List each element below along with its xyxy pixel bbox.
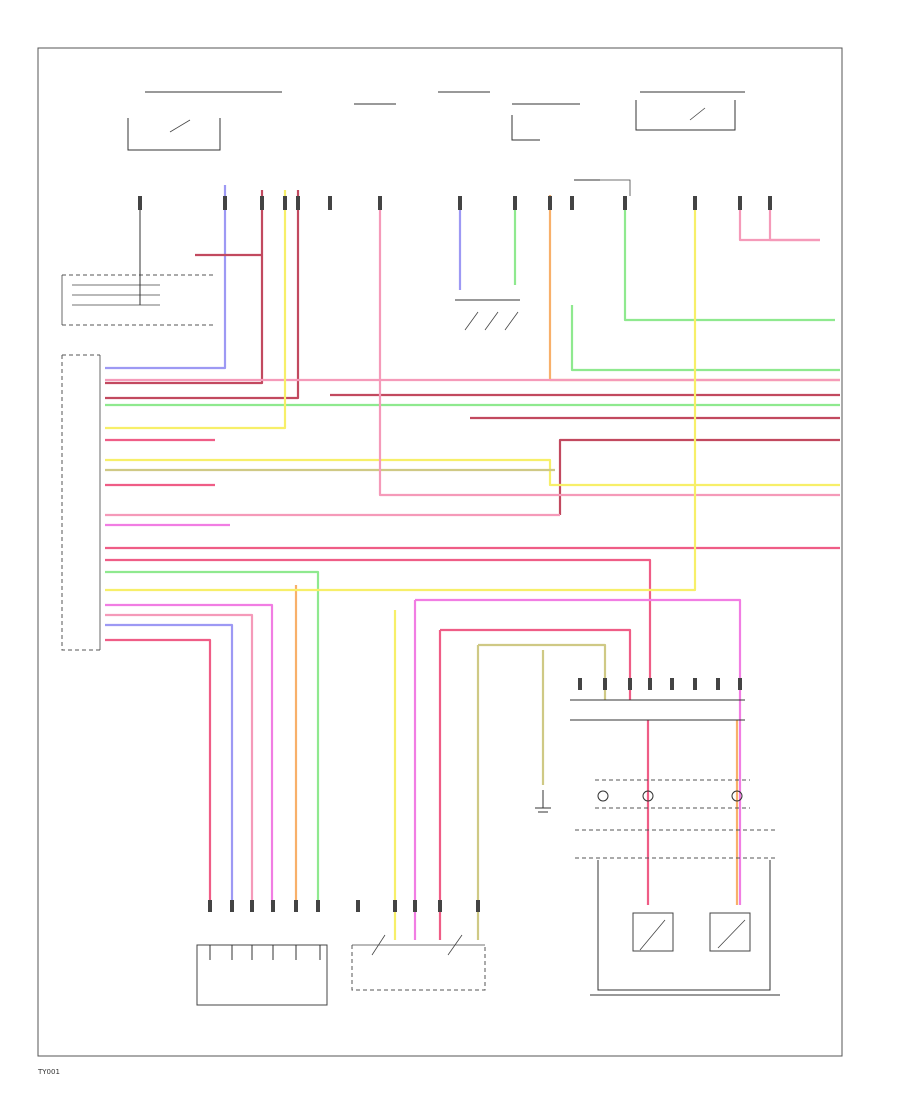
ground-symbol	[535, 790, 551, 813]
connector-tick-6	[378, 196, 382, 210]
connector-tick-0	[138, 196, 142, 210]
relay-tick-1	[603, 678, 607, 690]
left-switch-block	[61, 200, 215, 326]
connector-tick-14	[768, 196, 772, 210]
wire-blue-26	[105, 623, 234, 905]
relay-tick-6	[716, 678, 720, 690]
relay-tick-0	[578, 678, 582, 690]
wire-red-27	[105, 638, 212, 905]
connector-tick-10	[570, 196, 574, 210]
wire-darkred-1	[105, 190, 264, 385]
relay-block	[570, 699, 750, 809]
wire-blue-0	[105, 185, 227, 370]
wire-darkred-12	[558, 438, 840, 515]
top-relay-boxes	[127, 100, 736, 196]
connector-ticks	[138, 196, 772, 912]
wire-pink-37	[738, 200, 820, 242]
power-headers	[145, 91, 745, 105]
wire-pink-15	[378, 200, 840, 497]
wire-yellow-13	[105, 458, 840, 487]
bottom-tick-10	[476, 900, 480, 912]
diagram-frame	[37, 47, 843, 1057]
bottom-tick-3	[271, 900, 275, 912]
bottom-tick-4	[294, 900, 298, 912]
relay-tick-3	[648, 678, 652, 690]
connector-tick-8	[513, 196, 517, 210]
wire-yellow-10	[105, 190, 287, 430]
connector-tick-11	[623, 196, 627, 210]
wire-green-9	[623, 200, 835, 322]
connector-tick-4	[296, 196, 300, 210]
wire-red-20	[105, 558, 652, 690]
wire-pink-25	[105, 613, 254, 905]
connector-tick-1	[223, 196, 227, 210]
connector-tick-9	[548, 196, 552, 210]
figure-id: TY001	[38, 1068, 60, 1076]
park-neutral-switch	[351, 934, 486, 991]
wire-red-29	[440, 628, 632, 700]
wire-darkred-2	[105, 190, 300, 400]
bottom-tick-9	[438, 900, 442, 912]
relay-tick-2	[628, 678, 632, 690]
wire-green-8	[570, 305, 840, 372]
wire-magenta-24	[105, 603, 274, 905]
sensor-connector	[196, 944, 328, 1006]
relay-tick-4	[670, 678, 674, 690]
wire-green-21	[105, 570, 320, 905]
connector-tick-5	[328, 196, 332, 210]
relay-tick-5	[693, 678, 697, 690]
connector-tick-2	[260, 196, 264, 210]
bottom-tick-5	[316, 900, 320, 912]
wire-magenta-28	[415, 598, 742, 905]
wire-khaki-30	[478, 643, 607, 700]
wire-group	[105, 185, 840, 940]
bottom-tick-6	[356, 900, 360, 912]
connector-tick-3	[283, 196, 287, 210]
bottom-tick-8	[413, 900, 417, 912]
connector-tick-13	[738, 196, 742, 210]
bottom-tick-2	[250, 900, 254, 912]
bottom-tick-7	[393, 900, 397, 912]
connector-tick-7	[458, 196, 462, 210]
bottom-tick-0	[208, 900, 212, 912]
wire-yellow-23	[105, 200, 697, 592]
transfer-switch-housing	[575, 829, 780, 996]
relay-tick-7	[738, 678, 742, 690]
connector-tick-12	[693, 196, 697, 210]
bottom-tick-1	[230, 900, 234, 912]
center-switches	[455, 299, 520, 331]
ecm-outline	[61, 354, 101, 651]
wire-pink-38	[768, 200, 820, 242]
